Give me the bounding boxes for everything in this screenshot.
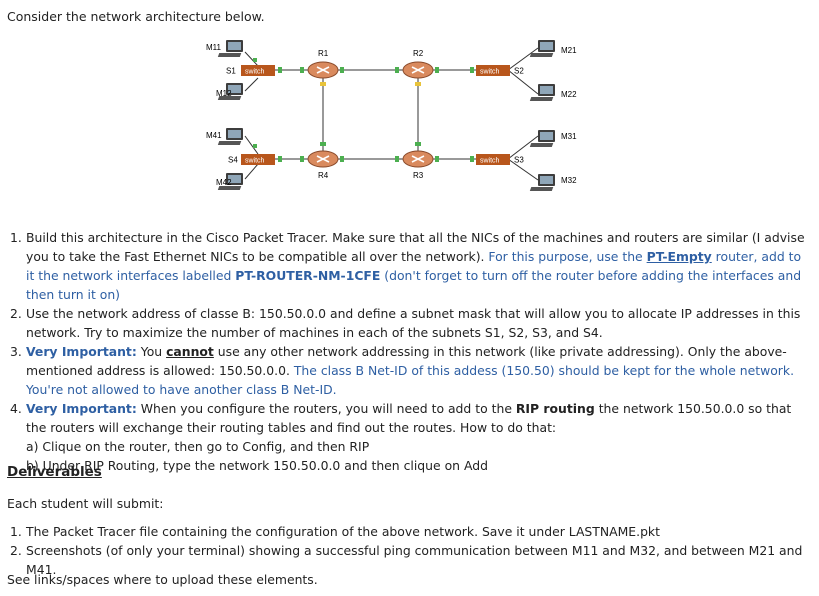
text: (don't forget to turn off the router bef… [26, 268, 802, 302]
pc-icon [529, 130, 555, 147]
machine-label: M31 [561, 132, 577, 141]
switch-icon [476, 154, 510, 165]
subnet-label: S1 [226, 67, 236, 76]
pt-empty-link[interactable]: PT-Empty [646, 249, 712, 264]
switch-label: switch [245, 69, 265, 76]
switch-icon [241, 154, 275, 165]
router-icon [402, 61, 434, 79]
machine-label: M11 [206, 43, 222, 52]
list-number: 3. [10, 344, 22, 359]
text: a) Clique on the router, then go to Conf… [26, 439, 370, 454]
machine-label: M21 [561, 46, 577, 55]
section-heading: Deliverables [7, 464, 102, 480]
text: Use the network address of classe B: 150… [26, 306, 801, 340]
list-item: 2. Use the network address of classe B: 1… [10, 304, 810, 342]
switch-icon [241, 65, 275, 76]
router-label: R3 [413, 171, 424, 180]
text: The class B Net-ID of this addess (150.5… [26, 363, 795, 397]
pc-icon [529, 40, 555, 57]
text: For this purpose, use the [488, 249, 647, 264]
machine-label: M12 [216, 89, 232, 98]
switch-label: switch [480, 69, 500, 76]
list-item: 4. Very Important: When you configure the… [10, 399, 810, 475]
list-number: 1. [10, 524, 22, 539]
machine-label: M41 [206, 131, 222, 140]
submission-list: 1. The Packet Tracer file containing the … [10, 522, 810, 579]
list-number: 2. [10, 306, 22, 321]
switch-label: switch [480, 158, 500, 165]
subnet-label: S2 [514, 67, 524, 76]
text: the network 150.50.0.0 so that the route… [26, 401, 792, 435]
pc-icon [217, 128, 243, 145]
text: The Packet Tracer file containing the co… [26, 524, 660, 539]
text: use any other network addressing in this… [26, 344, 787, 378]
list-item: 2. Screenshots (of only your terminal) sh… [10, 541, 810, 579]
router-icon [307, 150, 339, 168]
link-status-dots [253, 58, 474, 162]
text: PT-ROUTER-NM-1CFE [235, 268, 381, 283]
list-number: 2. [10, 543, 22, 558]
text: When you configure the routers, you will… [136, 401, 516, 416]
router-label: R2 [413, 49, 424, 58]
text: See links/spaces where to upload these e… [7, 572, 318, 587]
machine-label: M22 [561, 90, 577, 99]
text: You [136, 344, 167, 359]
list-number: 1. [10, 230, 22, 245]
text: cannot [166, 344, 214, 359]
router-label: R4 [318, 171, 329, 180]
task-list: 1. Build this architecture in the Cisco P… [10, 228, 810, 475]
router-icon [307, 61, 339, 79]
router-icon [402, 150, 434, 168]
machine-label: M32 [561, 176, 577, 185]
list-item: 1. The Packet Tracer file containing the … [10, 522, 810, 541]
list-item: 3. Very Important: You cannot use any oth… [10, 342, 810, 399]
text: router, add to it the network interfaces… [26, 249, 802, 283]
list-item: 1. Build this architecture in the Cisco P… [10, 228, 810, 304]
switch-label: switch [245, 158, 265, 165]
text: Each student will submit: [7, 496, 164, 511]
pc-icon [217, 40, 243, 57]
text: Build this architecture in the Cisco Pac… [26, 230, 805, 264]
text: RIP routing [515, 401, 595, 416]
subnet-label: S3 [514, 156, 524, 165]
text: Very Important: [26, 401, 137, 416]
text: b) Under RIP Routing, type the network 1… [26, 458, 488, 473]
router-label: R1 [318, 49, 329, 58]
text: Screenshots (of only your terminal) show… [26, 543, 803, 577]
list-number: 4. [10, 401, 22, 416]
pc-icon [529, 84, 555, 101]
intro-text: Consider the network architecture below. [7, 9, 265, 24]
subnet-label: S4 [228, 156, 238, 165]
text: Very Important: [26, 344, 137, 359]
switch-icon [476, 65, 510, 76]
machine-label: M42 [216, 178, 232, 187]
network-diagram: M11 M12 M41 M42 M21 M22 M31 M32 switch s… [206, 40, 577, 191]
